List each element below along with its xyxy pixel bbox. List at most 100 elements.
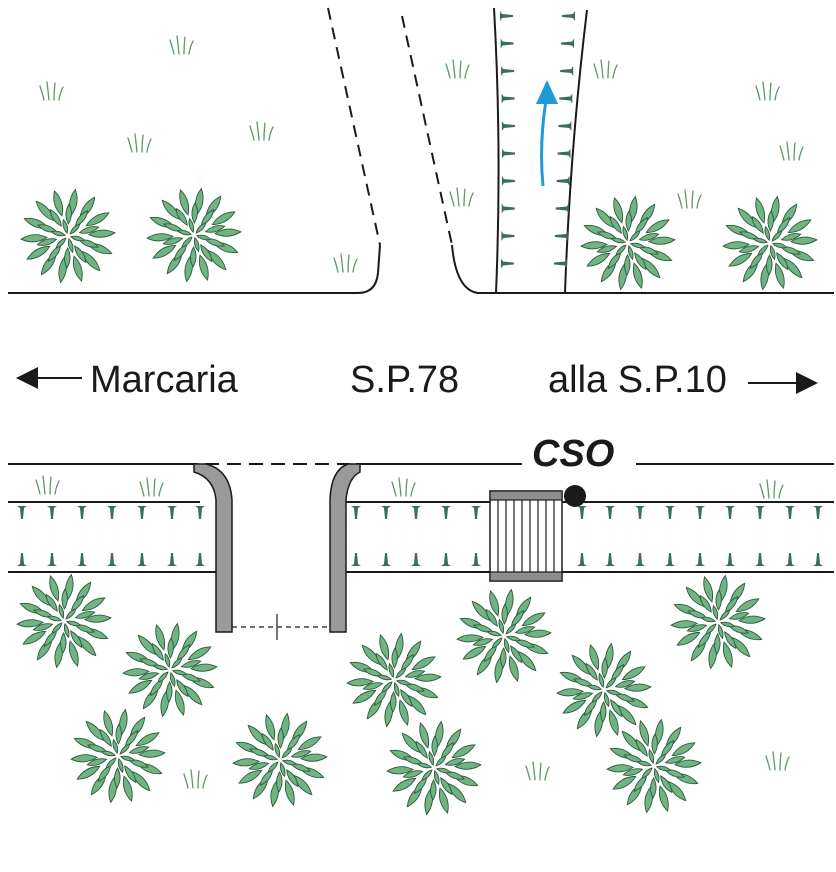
side-road-left-edge bbox=[327, 7, 381, 246]
reed-icon bbox=[785, 553, 795, 566]
shrub-icon bbox=[20, 188, 116, 284]
grass-tuft-icon bbox=[765, 751, 790, 771]
reed-icon bbox=[471, 553, 481, 566]
grass-tuft-icon bbox=[183, 769, 208, 789]
grass-tuft-icon bbox=[759, 479, 784, 499]
reed-icon bbox=[555, 203, 569, 214]
shrub-icon bbox=[70, 708, 166, 804]
reed-icon bbox=[785, 506, 795, 519]
grass-tuft-icon bbox=[391, 477, 416, 497]
grass-tuft-icon bbox=[127, 133, 152, 153]
reed-icon bbox=[411, 553, 421, 566]
reed-icon bbox=[471, 506, 481, 519]
flow-arrow-head bbox=[536, 80, 558, 104]
reed-icon bbox=[813, 506, 823, 519]
shrub-icon bbox=[670, 574, 766, 670]
reed-icon bbox=[107, 506, 117, 519]
reed-icon bbox=[77, 506, 87, 519]
grass-tuft-icon bbox=[755, 81, 780, 101]
grass-tuft-icon bbox=[449, 187, 474, 207]
reed-icon bbox=[635, 506, 645, 519]
shrub-icon bbox=[386, 720, 482, 816]
reed-icon bbox=[665, 553, 675, 566]
reed-icon bbox=[137, 553, 147, 566]
grass-tuft-icon bbox=[169, 35, 194, 55]
shrub-icon bbox=[556, 642, 652, 738]
reed-icon bbox=[605, 553, 615, 566]
reed-icon bbox=[351, 506, 361, 519]
shrub-icon bbox=[456, 588, 552, 684]
reed-icon bbox=[107, 553, 117, 566]
reed-icon bbox=[501, 66, 515, 76]
grass-tuft-icon bbox=[525, 761, 550, 781]
left-destination-label: Marcaria bbox=[90, 359, 239, 401]
reed-icon bbox=[137, 506, 147, 519]
reed-icon bbox=[77, 553, 87, 566]
headwall-left bbox=[193, 463, 233, 633]
cso-label: CSO bbox=[532, 433, 614, 475]
reed-icon bbox=[557, 148, 571, 159]
reed-icon bbox=[17, 553, 27, 566]
ditch-left-bank bbox=[493, 7, 500, 294]
reed-icon bbox=[500, 38, 514, 49]
reed-icon bbox=[195, 553, 205, 566]
reed-icon bbox=[558, 121, 572, 131]
reed-icon bbox=[500, 11, 513, 21]
upper-field bbox=[8, 7, 834, 294]
flow-direction-arrow-icon bbox=[540, 99, 548, 187]
reed-icon bbox=[556, 176, 570, 186]
reed-icon bbox=[577, 506, 587, 519]
ditch-reeds bbox=[500, 11, 575, 269]
shrub-icon bbox=[580, 195, 676, 291]
arrow-left-icon bbox=[16, 367, 82, 389]
reed-icon bbox=[411, 506, 421, 519]
headwall-right bbox=[329, 463, 361, 633]
reed-icon bbox=[562, 11, 575, 21]
reed-icon bbox=[167, 553, 177, 566]
reed-icon bbox=[501, 231, 515, 241]
reed-icon bbox=[195, 506, 205, 519]
reed-icon bbox=[665, 506, 675, 519]
reed-icon bbox=[167, 506, 177, 519]
shrub-icon bbox=[606, 718, 702, 814]
reed-icon bbox=[351, 553, 361, 566]
grass-tuft-icon bbox=[249, 121, 274, 141]
reed-icon bbox=[553, 258, 567, 269]
reed-icon bbox=[561, 38, 575, 49]
grass-tuft-icon bbox=[333, 253, 358, 273]
reed-icon bbox=[635, 553, 645, 566]
reed-icon bbox=[554, 231, 568, 241]
road-edge-upper-right bbox=[451, 244, 834, 294]
reed-icon bbox=[501, 176, 515, 186]
reed-icon bbox=[560, 66, 574, 76]
reed-icon bbox=[577, 553, 587, 566]
right-destination-label: alla S.P.10 bbox=[548, 359, 727, 401]
reed-icon bbox=[725, 553, 735, 566]
shrub-icon bbox=[722, 195, 818, 291]
lower-ditch-reeds bbox=[17, 506, 823, 566]
shrubs bbox=[16, 187, 818, 816]
reed-icon bbox=[47, 553, 57, 566]
grass-tuft-icon bbox=[677, 189, 702, 209]
reed-icon bbox=[381, 553, 391, 566]
shrub-icon bbox=[16, 573, 112, 669]
reed-icon bbox=[381, 506, 391, 519]
road-edge-upper-left bbox=[8, 244, 381, 294]
grass-tuft-icon bbox=[39, 81, 64, 101]
reed-icon bbox=[500, 258, 514, 269]
grass-tuft-icon bbox=[593, 59, 618, 79]
grate-icon bbox=[489, 490, 563, 582]
road-labels: Marcaria S.P.78 alla S.P.10 bbox=[16, 359, 818, 401]
road-name-label: S.P.78 bbox=[350, 359, 459, 401]
reed-icon bbox=[502, 148, 515, 159]
grass-tuft-icon bbox=[445, 59, 470, 79]
reed-icon bbox=[695, 506, 705, 519]
grass-tuft-icon bbox=[35, 475, 60, 495]
reed-icon bbox=[501, 121, 515, 131]
reed-icon bbox=[501, 93, 515, 104]
reed-icon bbox=[559, 93, 573, 104]
reed-icon bbox=[17, 506, 27, 519]
ditch-right-bank bbox=[564, 9, 588, 294]
reed-icon bbox=[755, 553, 765, 566]
